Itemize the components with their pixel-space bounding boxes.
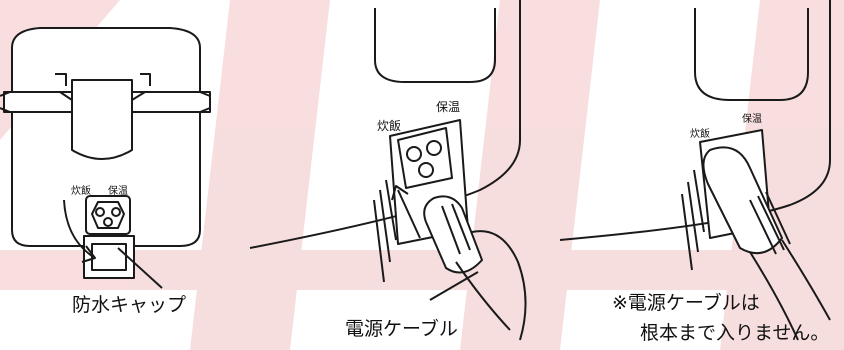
- power-cable-label: 電源ケーブル: [345, 318, 458, 340]
- socket-label-cook: 炊飯: [377, 119, 402, 133]
- cable-note-line1: ※電源ケーブルは: [612, 292, 760, 314]
- waterproof-cap-label: 防水キャップ: [72, 294, 187, 316]
- socket-label-cook: 炊飯: [71, 186, 91, 197]
- socket-label-warm: 保温: [108, 186, 128, 197]
- cooker-rear-with-cap-illustration: [0, 27, 211, 289]
- socket-label-cook: 炊飯: [690, 129, 710, 140]
- cable-inserted-illustration: [559, 0, 831, 341]
- socket-label-warm: 保温: [742, 114, 762, 125]
- insert-power-cable-illustration: [249, 0, 527, 341]
- socket-label-warm: 保温: [436, 100, 461, 114]
- cable-note-line2: 根本まで入りません。: [640, 322, 830, 344]
